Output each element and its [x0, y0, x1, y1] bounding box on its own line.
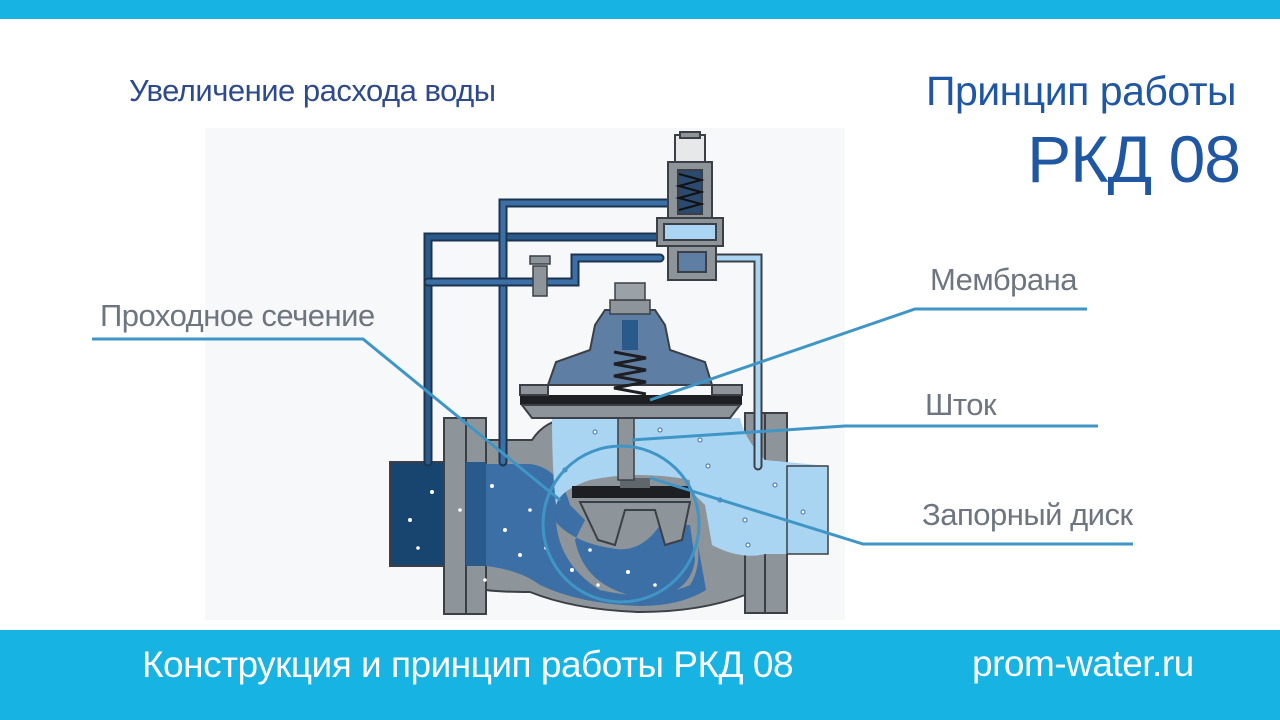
process-subtitle: Увеличение расхода воды [129, 73, 496, 108]
label-membrane: Мембрана [930, 262, 1077, 297]
shutoff-disc [572, 486, 690, 498]
page-title-line1: Принцип работы [925, 68, 1237, 114]
pointer-membrane [649, 307, 1087, 402]
needle-valve [529, 255, 551, 297]
spring [613, 350, 647, 396]
footer-bar [0, 630, 1280, 720]
label-passage: Проходное сечение [100, 298, 375, 333]
inlet-flange-water [466, 462, 486, 566]
membrane [520, 395, 742, 405]
label-shutoff-disc: Запорный диск [922, 497, 1133, 532]
pointer-lines [92, 307, 1133, 546]
inlet-water [389, 461, 445, 567]
page-title-model: РКД 08 [1027, 122, 1241, 196]
footer-site-link[interactable]: prom-water.ru [972, 643, 1194, 684]
pointer-shutoff-disc [649, 476, 1133, 546]
control-pipes [423, 198, 763, 471]
highlight-circle [541, 444, 701, 604]
outlet-pipe-water [786, 465, 829, 555]
footer-title: Конструкция и принцип работы РКД 08 [142, 644, 794, 685]
pointer-stem [631, 424, 1098, 442]
top-accent-bar [0, 0, 1280, 19]
valve-seat [578, 501, 692, 547]
pilot-valve [656, 131, 724, 281]
pointer-passage [92, 337, 561, 502]
inlet-chamber-water [486, 464, 695, 598]
label-stem: Шток [925, 387, 997, 422]
